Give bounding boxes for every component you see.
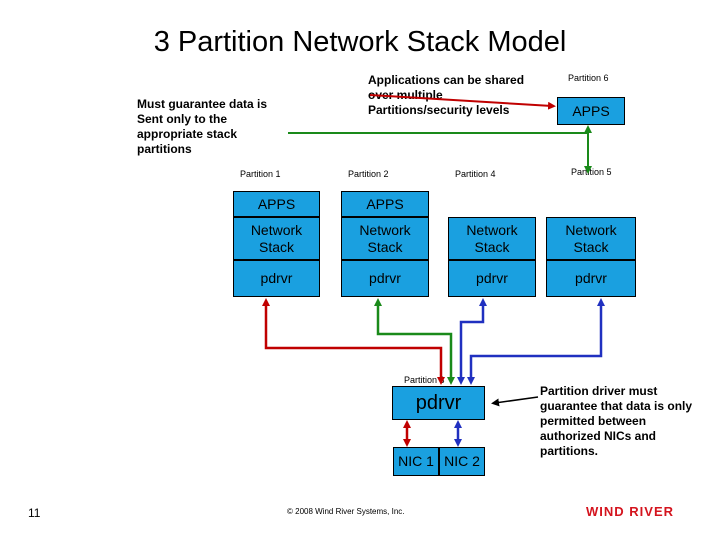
partition-2-pdrvr: pdrvr bbox=[341, 260, 429, 297]
partition-5-network-stack: Network Stack bbox=[546, 217, 636, 260]
copyright: © 2008 Wind River Systems, Inc. bbox=[287, 507, 405, 516]
link-partition-1-red bbox=[262, 298, 445, 385]
link-partition-2-green bbox=[374, 298, 455, 385]
partition-3-pdrvr: pdrvr bbox=[392, 386, 485, 420]
partition-1-label: Partition 1 bbox=[240, 169, 281, 179]
nic-2: NIC 2 bbox=[439, 447, 485, 476]
partition-1-pdrvr: pdrvr bbox=[233, 260, 320, 297]
partition-6-apps: APPS bbox=[557, 97, 625, 125]
partition-1-network-stack: Network Stack bbox=[233, 217, 320, 260]
partition-6-label: Partition 6 bbox=[568, 73, 609, 83]
partition-2-label: Partition 2 bbox=[348, 169, 389, 179]
pointer-note-driver bbox=[491, 396, 539, 407]
slide-title: 3 Partition Network Stack Model bbox=[153, 26, 567, 58]
arrow-guarantee-green bbox=[288, 125, 592, 134]
partition-4-label: Partition 4 bbox=[455, 169, 496, 179]
partition-4-network-stack: Network Stack bbox=[448, 217, 536, 260]
page-number: 11 bbox=[28, 506, 41, 520]
partition-5-pdrvr: pdrvr bbox=[546, 260, 636, 297]
arrow-shared-apps-red bbox=[369, 94, 556, 110]
wind-river-logo: WIND RIVER bbox=[586, 504, 674, 519]
note-partition-driver: Partition driver must guarantee that dat… bbox=[540, 384, 693, 458]
partition-2-apps: APPS bbox=[341, 191, 429, 217]
link-partition-5-blue bbox=[467, 298, 605, 385]
partition-1-apps: APPS bbox=[233, 191, 320, 217]
nic-1: NIC 1 bbox=[393, 447, 439, 476]
partition-2-network-stack: Network Stack bbox=[341, 217, 429, 260]
partition-4-pdrvr: pdrvr bbox=[448, 260, 536, 297]
note-guarantee-data: Must guarantee data is Sent only to the … bbox=[137, 97, 268, 156]
